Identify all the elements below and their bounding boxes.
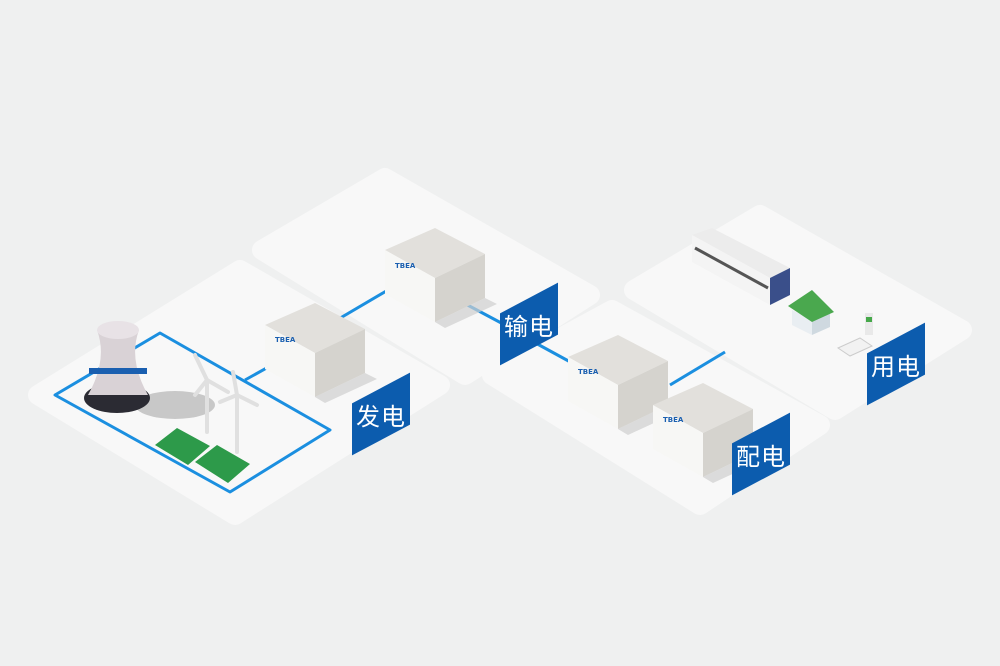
cooling-tower-icon <box>84 321 215 419</box>
brand-text: TBEA <box>275 336 296 344</box>
office-building-icon <box>692 228 790 305</box>
brand-text: TBEA <box>395 262 416 270</box>
brand-text: TBEA <box>578 368 599 376</box>
brand-text: TBEA <box>663 416 684 424</box>
house-icon <box>788 290 834 335</box>
solar-panel-icon <box>155 428 250 483</box>
wind-turbine-icon <box>193 353 259 454</box>
ev-charger-icon <box>836 313 874 357</box>
